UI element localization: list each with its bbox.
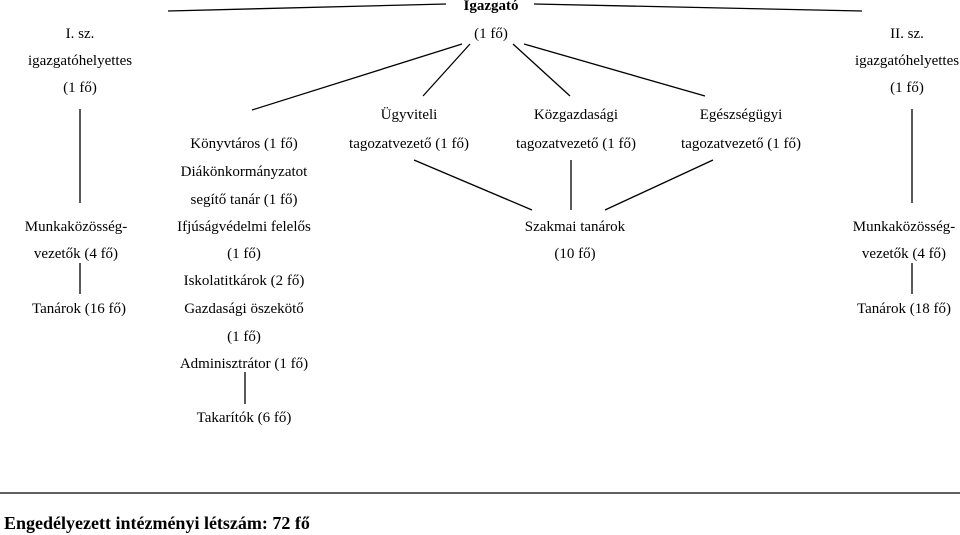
total-headcount: Engedélyezett intézményi létszám: 72 fő: [4, 513, 310, 533]
youth-prot-line1: Ifjúságvédelmi felelős: [177, 219, 311, 235]
prof-teachers-line2: (10 fő): [554, 246, 596, 262]
teachers-left-label: Tanárok (16 fő): [32, 301, 126, 317]
director-count: (1 fő): [474, 26, 508, 42]
econ-section-line1: Közgazdasági: [533, 107, 619, 123]
admin-section-line2: tagozatvezető (1 fő): [349, 136, 469, 152]
prof-teachers-line1: Szakmai tanárok: [524, 219, 626, 235]
line-director-to-health-section: [523, 43, 706, 97]
teachers-right-label: Tanárok (18 fő): [857, 301, 951, 317]
line-director-to-librarian: [251, 43, 463, 111]
director-title: Igazgató: [463, 0, 519, 14]
deputy-left-count: (1 fő): [63, 80, 97, 96]
deputy-left-role: igazgatóhelyettes: [27, 53, 133, 69]
health-section-line2: tagozatvezető (1 fő): [681, 136, 801, 152]
deputy-left-number: I. sz.: [65, 26, 95, 42]
youth-prot-line2: (1 fő): [227, 246, 261, 262]
cleaners-label: Takarítók (6 fő): [196, 410, 292, 426]
student-gov-line2: segítő tanár (1 fő): [190, 192, 298, 208]
secretaries-label: Iskolatitkárok (2 fő): [183, 273, 305, 289]
wg-left-line2: vezetők (4 fő): [33, 246, 119, 262]
econ-section-line2: tagozatvezető (1 fő): [516, 136, 636, 152]
admin-section-line1: Ügyviteli: [380, 107, 438, 123]
librarian-label: Könyvtáros (1 fő): [190, 136, 298, 152]
administrator-label: Adminisztrátor (1 fő): [179, 356, 309, 372]
line-admin-to-prof: [413, 159, 533, 211]
wg-right-line1: Munkaközösség-: [852, 219, 956, 235]
line-director-to-admin-section: [422, 43, 471, 97]
econ-liaison-line1: Gazdasági öszekötő: [184, 301, 304, 317]
student-gov-line1: Diákönkormányzatot: [180, 164, 308, 180]
deputy-right-count: (1 fő): [890, 80, 924, 96]
deputy-right-number: II. sz.: [890, 26, 924, 42]
line-director-to-econ-section: [512, 43, 571, 97]
line-health-to-prof: [604, 159, 714, 211]
wg-right-line2: vezetők (4 fő): [861, 246, 947, 262]
wg-left-line1: Munkaközösség-: [24, 219, 128, 235]
health-section-line1: Egészségügyi: [699, 107, 783, 123]
deputy-right-role: igazgatóhelyettes: [854, 53, 960, 69]
line-director-to-deputy-left: [167, 3, 447, 12]
econ-liaison-line2: (1 fő): [227, 329, 261, 345]
line-director-to-deputy-right: [533, 3, 863, 12]
